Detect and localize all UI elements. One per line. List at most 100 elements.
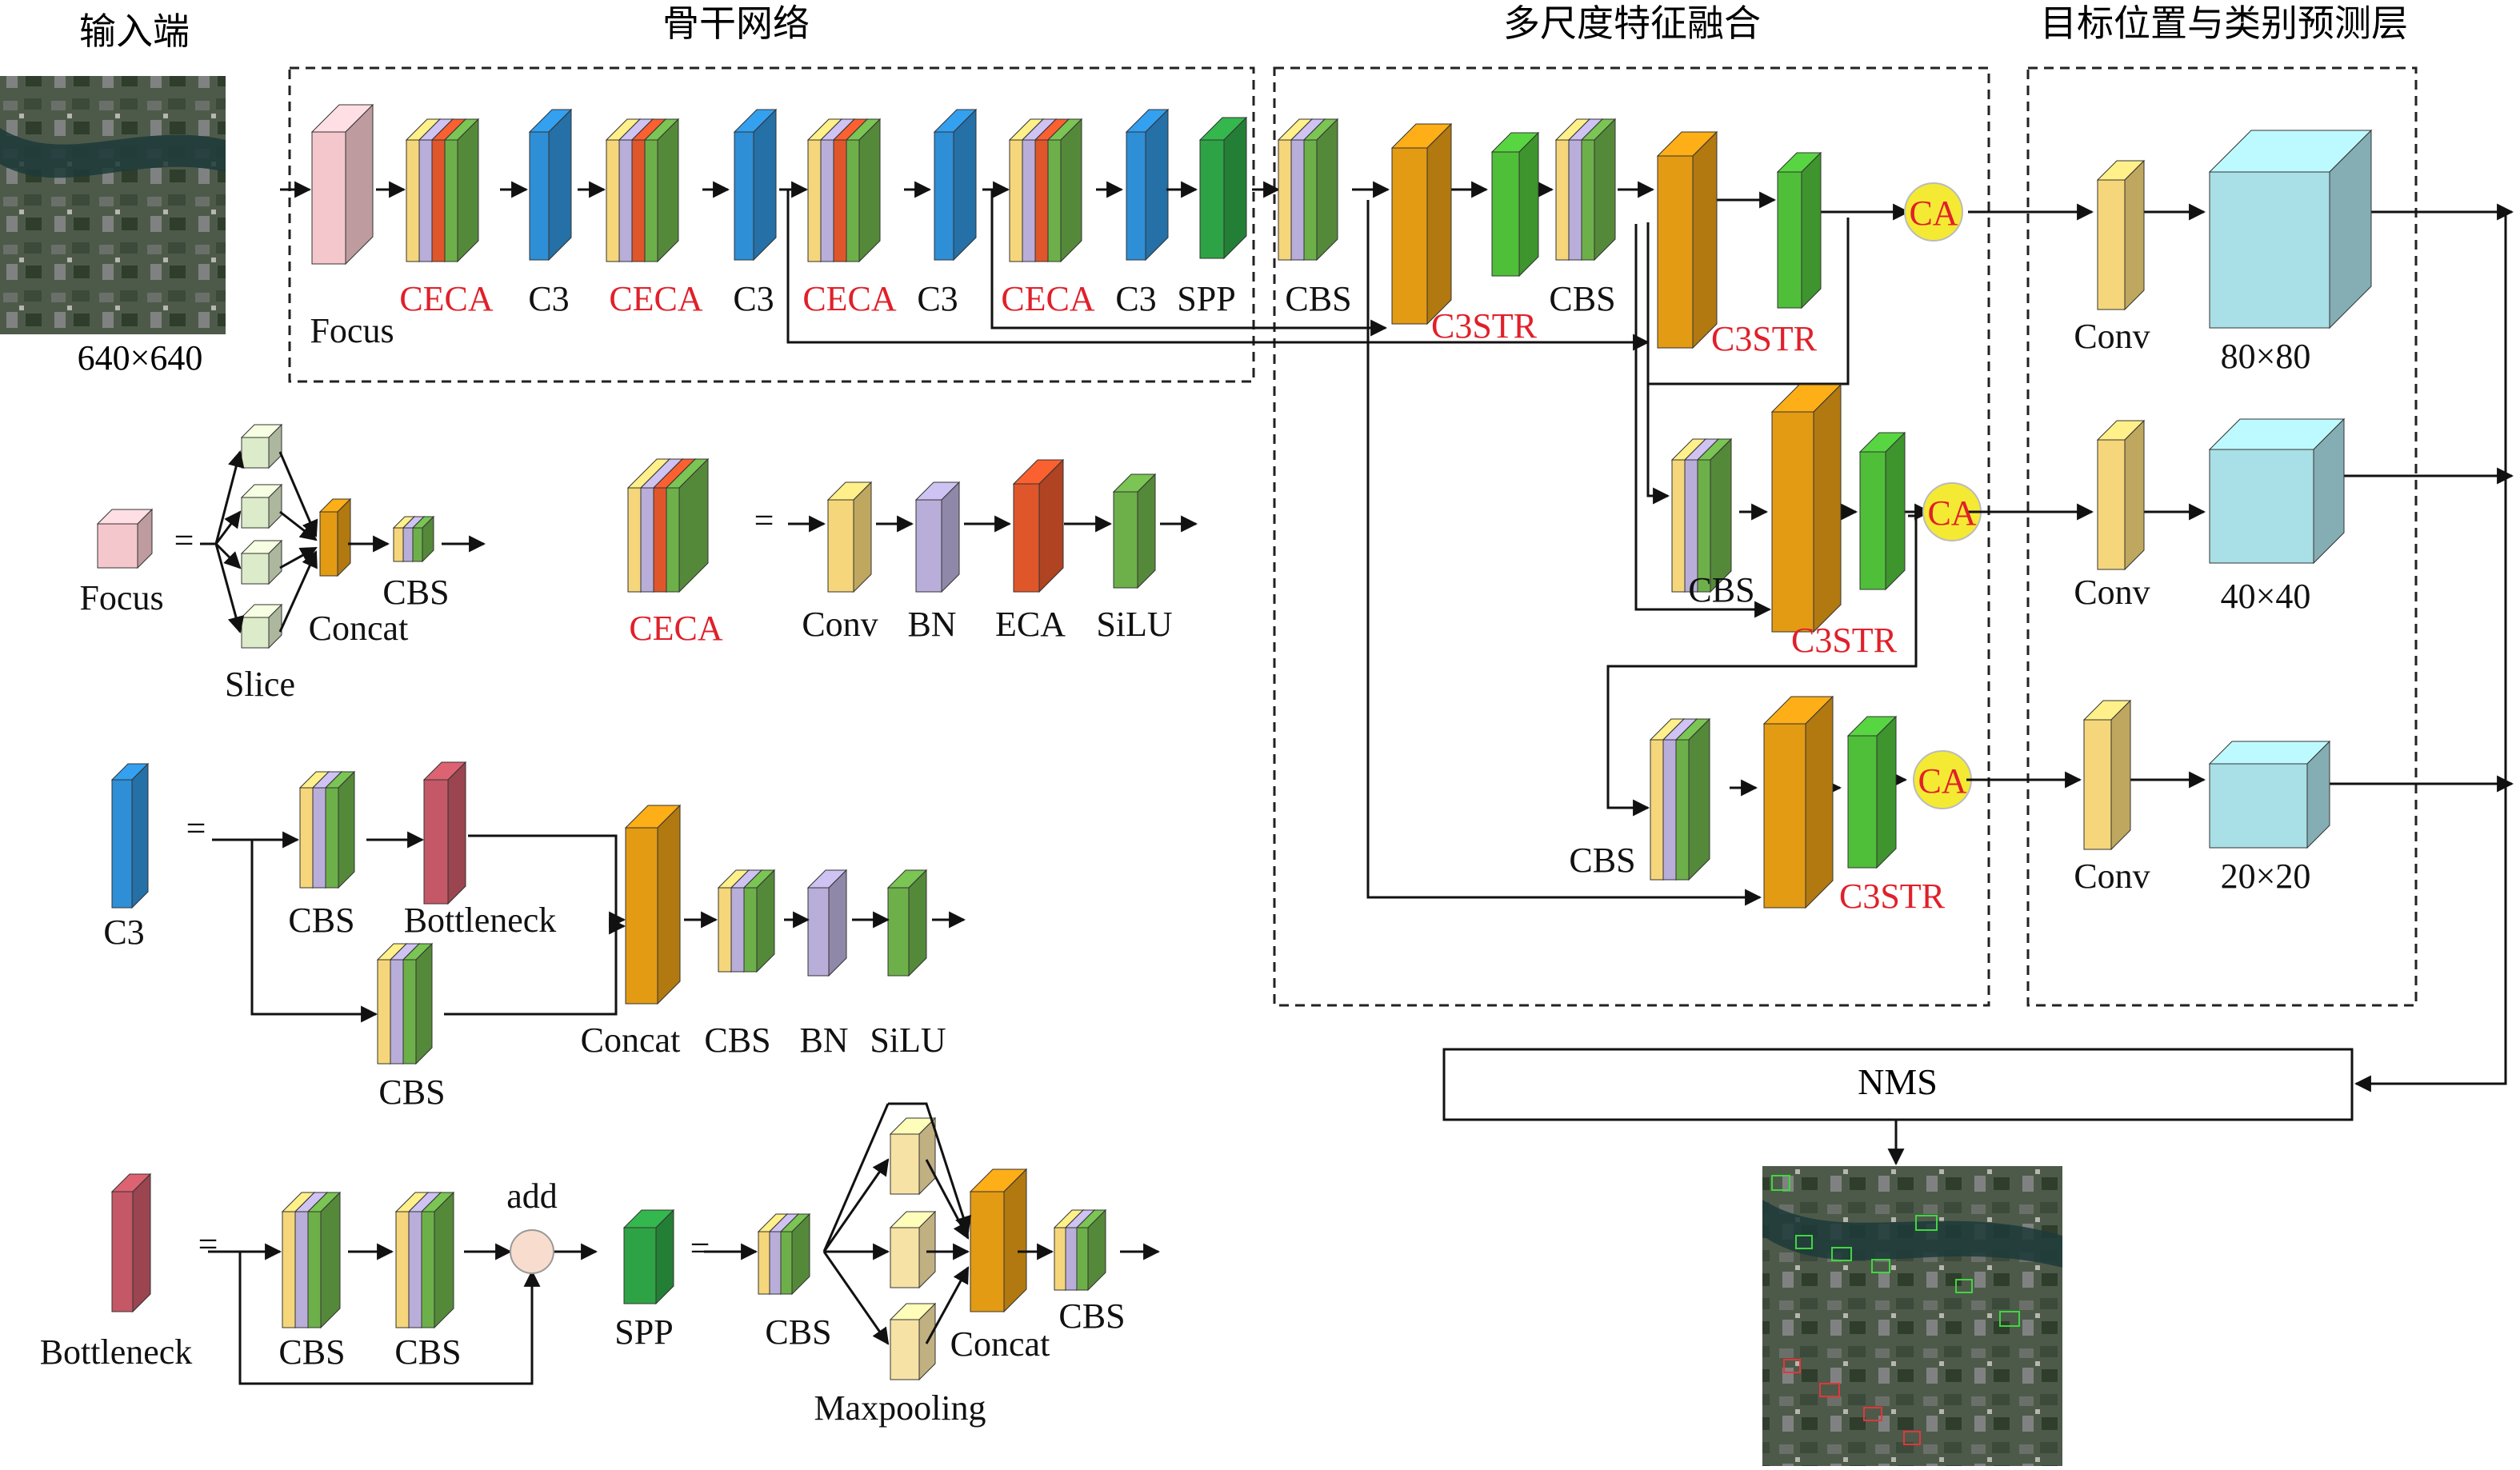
legend-c3-cbs3-layer-2 bbox=[742, 869, 776, 973]
legend-ceca-eq: = bbox=[754, 501, 774, 540]
legend-spp-cbs2 bbox=[1053, 1208, 1107, 1292]
legend-spp-cbs bbox=[757, 1212, 811, 1296]
ceca-block-1-layer-3 bbox=[443, 118, 480, 263]
legend-c3-bn bbox=[806, 869, 848, 977]
backbone-arrows bbox=[376, 181, 1650, 351]
legend-c3-cbs2 bbox=[376, 942, 434, 1065]
backbone-label-c3-1: C3 bbox=[528, 279, 569, 318]
legend-spp-cbs-layer-2 bbox=[779, 1212, 811, 1296]
ca-circle-3-label: CA bbox=[1918, 761, 1966, 801]
nms-label: NMS bbox=[1858, 1061, 1938, 1102]
neck-box bbox=[1273, 66, 1990, 1007]
head-size-80: 80×80 bbox=[2221, 337, 2311, 376]
ceca-block-2-layer-3 bbox=[643, 118, 680, 263]
neck-arrows bbox=[1352, 181, 1932, 906]
legend-ceca-conv-label: Conv bbox=[802, 605, 878, 644]
legend-ceca-conv bbox=[826, 481, 873, 593]
neck-label-c3str-c: C3STR bbox=[1791, 621, 1898, 660]
head-feature-40 bbox=[2208, 417, 2346, 565]
legend-spp-cbs-label: CBS bbox=[765, 1312, 831, 1352]
backbone-label-ceca-4: CECA bbox=[1001, 279, 1095, 318]
legend-focus-block bbox=[96, 508, 154, 569]
neck-c3str-c bbox=[1770, 383, 1842, 633]
legend-c3-cbs3 bbox=[717, 869, 776, 973]
focus-block bbox=[310, 103, 374, 266]
head-conv-3 bbox=[2082, 699, 2132, 851]
legend-slice-2 bbox=[240, 539, 283, 585]
legend-c3-silu bbox=[886, 869, 928, 977]
detection-boxes bbox=[1771, 1175, 2020, 1445]
input-aerial-image bbox=[0, 76, 226, 334]
legend-c3-cbs1-layer-2 bbox=[324, 770, 356, 889]
neck-label-c3str-b: C3STR bbox=[1711, 319, 1818, 358]
legend-arrows bbox=[200, 449, 1198, 1385]
legend-spp-maxpool-1 bbox=[889, 1116, 937, 1196]
legend-c3-bottleneck-label: Bottleneck bbox=[404, 901, 557, 940]
backbone-box bbox=[288, 66, 1255, 383]
neck-green-c bbox=[1858, 431, 1906, 591]
legend-ceca-block bbox=[626, 457, 710, 593]
backbone-label-focus: Focus bbox=[310, 311, 394, 350]
output-river bbox=[1762, 1200, 2062, 1268]
head-arrows bbox=[1887, 203, 2514, 1166]
legend-bottleneck-cbs2-label: CBS bbox=[394, 1332, 461, 1372]
legend-bottleneck-cbs2-layer-2 bbox=[420, 1191, 455, 1329]
legend-spp-maxpool-3 bbox=[889, 1302, 937, 1381]
legend-ceca-eca-label: ECA bbox=[995, 605, 1066, 644]
legend-focus-concat-label: Concat bbox=[309, 609, 409, 648]
legend-spp-name: SPP bbox=[614, 1312, 673, 1352]
neck-label-c3str-d: C3STR bbox=[1839, 877, 1946, 916]
c3-block-4 bbox=[1125, 108, 1170, 262]
input-river bbox=[0, 128, 226, 178]
neck-cbs-d-layer-2 bbox=[1674, 717, 1711, 881]
legend-c3-cbs3-label: CBS bbox=[704, 1021, 770, 1060]
neck-cbs-c-layer-2 bbox=[1696, 437, 1733, 593]
legend-spp-block bbox=[622, 1208, 675, 1305]
legend-c3-block bbox=[110, 762, 150, 909]
backbone-label-c3-4: C3 bbox=[1115, 279, 1156, 318]
legend-bottleneck-cbs1-layer-2 bbox=[306, 1191, 342, 1329]
neck-cbs-b-layer-2 bbox=[1580, 118, 1617, 262]
head-size-40: 40×40 bbox=[2221, 577, 2311, 616]
legend-bottleneck-cbs2 bbox=[394, 1191, 455, 1329]
output-aerial-image bbox=[1762, 1166, 2062, 1466]
legend-focus-eq: = bbox=[174, 521, 194, 560]
input-title: 输入端 bbox=[79, 10, 190, 53]
legend-ceca-bn-label: BN bbox=[907, 605, 956, 644]
legend-spp-concat bbox=[969, 1168, 1028, 1313]
spp-block bbox=[1198, 116, 1248, 260]
ceca-block-4-layer-3 bbox=[1046, 118, 1083, 263]
legend-c3-name: C3 bbox=[103, 913, 144, 952]
neck-label-c3str-a: C3STR bbox=[1431, 306, 1538, 346]
legend-ceca-silu-label: SiLU bbox=[1096, 605, 1172, 644]
legend-spp-concat-label: Concat bbox=[950, 1324, 1050, 1364]
ceca-block-1 bbox=[405, 118, 480, 263]
head-box bbox=[2026, 66, 2418, 1007]
legend-focus-cbs-block bbox=[392, 515, 435, 563]
neck-c3str-b bbox=[1656, 130, 1718, 350]
legend-c3-cbs1 bbox=[298, 770, 356, 889]
neck-cbs-b bbox=[1554, 118, 1617, 262]
legend-slice-3 bbox=[240, 603, 283, 649]
head-label-conv-2: Conv bbox=[2074, 573, 2150, 612]
legend-focus-cbs-block-layer-2 bbox=[411, 515, 435, 563]
head-feature-20 bbox=[2208, 740, 2331, 849]
neck-green-d bbox=[1846, 715, 1898, 869]
legend-c3-cbs1-label: CBS bbox=[288, 901, 354, 940]
legend-c3-eq: = bbox=[186, 809, 206, 848]
legend-focus-cbs-label: CBS bbox=[382, 573, 449, 612]
neck-green-b bbox=[1776, 151, 1822, 310]
head-title: 目标位置与类别预测层 bbox=[2040, 2, 2408, 45]
legend-bottleneck-cbs1-label: CBS bbox=[278, 1332, 345, 1372]
legend-spp-cbs2-layer-2 bbox=[1075, 1208, 1107, 1292]
legend-ceca-silu bbox=[1112, 473, 1157, 589]
c3-block-3 bbox=[933, 108, 978, 262]
neck-label-cbs-a: CBS bbox=[1285, 279, 1351, 318]
legend-spp-maxpooling-label: Maxpooling bbox=[814, 1388, 986, 1428]
legend-bottleneck-block bbox=[110, 1172, 152, 1313]
head-conv-1 bbox=[2096, 159, 2146, 311]
backbone-label-ceca-2: CECA bbox=[609, 279, 703, 318]
neck-c3str-a bbox=[1390, 122, 1453, 326]
legend-focus-name: Focus bbox=[79, 578, 163, 617]
legend-spp-maxpool-2 bbox=[889, 1210, 937, 1289]
